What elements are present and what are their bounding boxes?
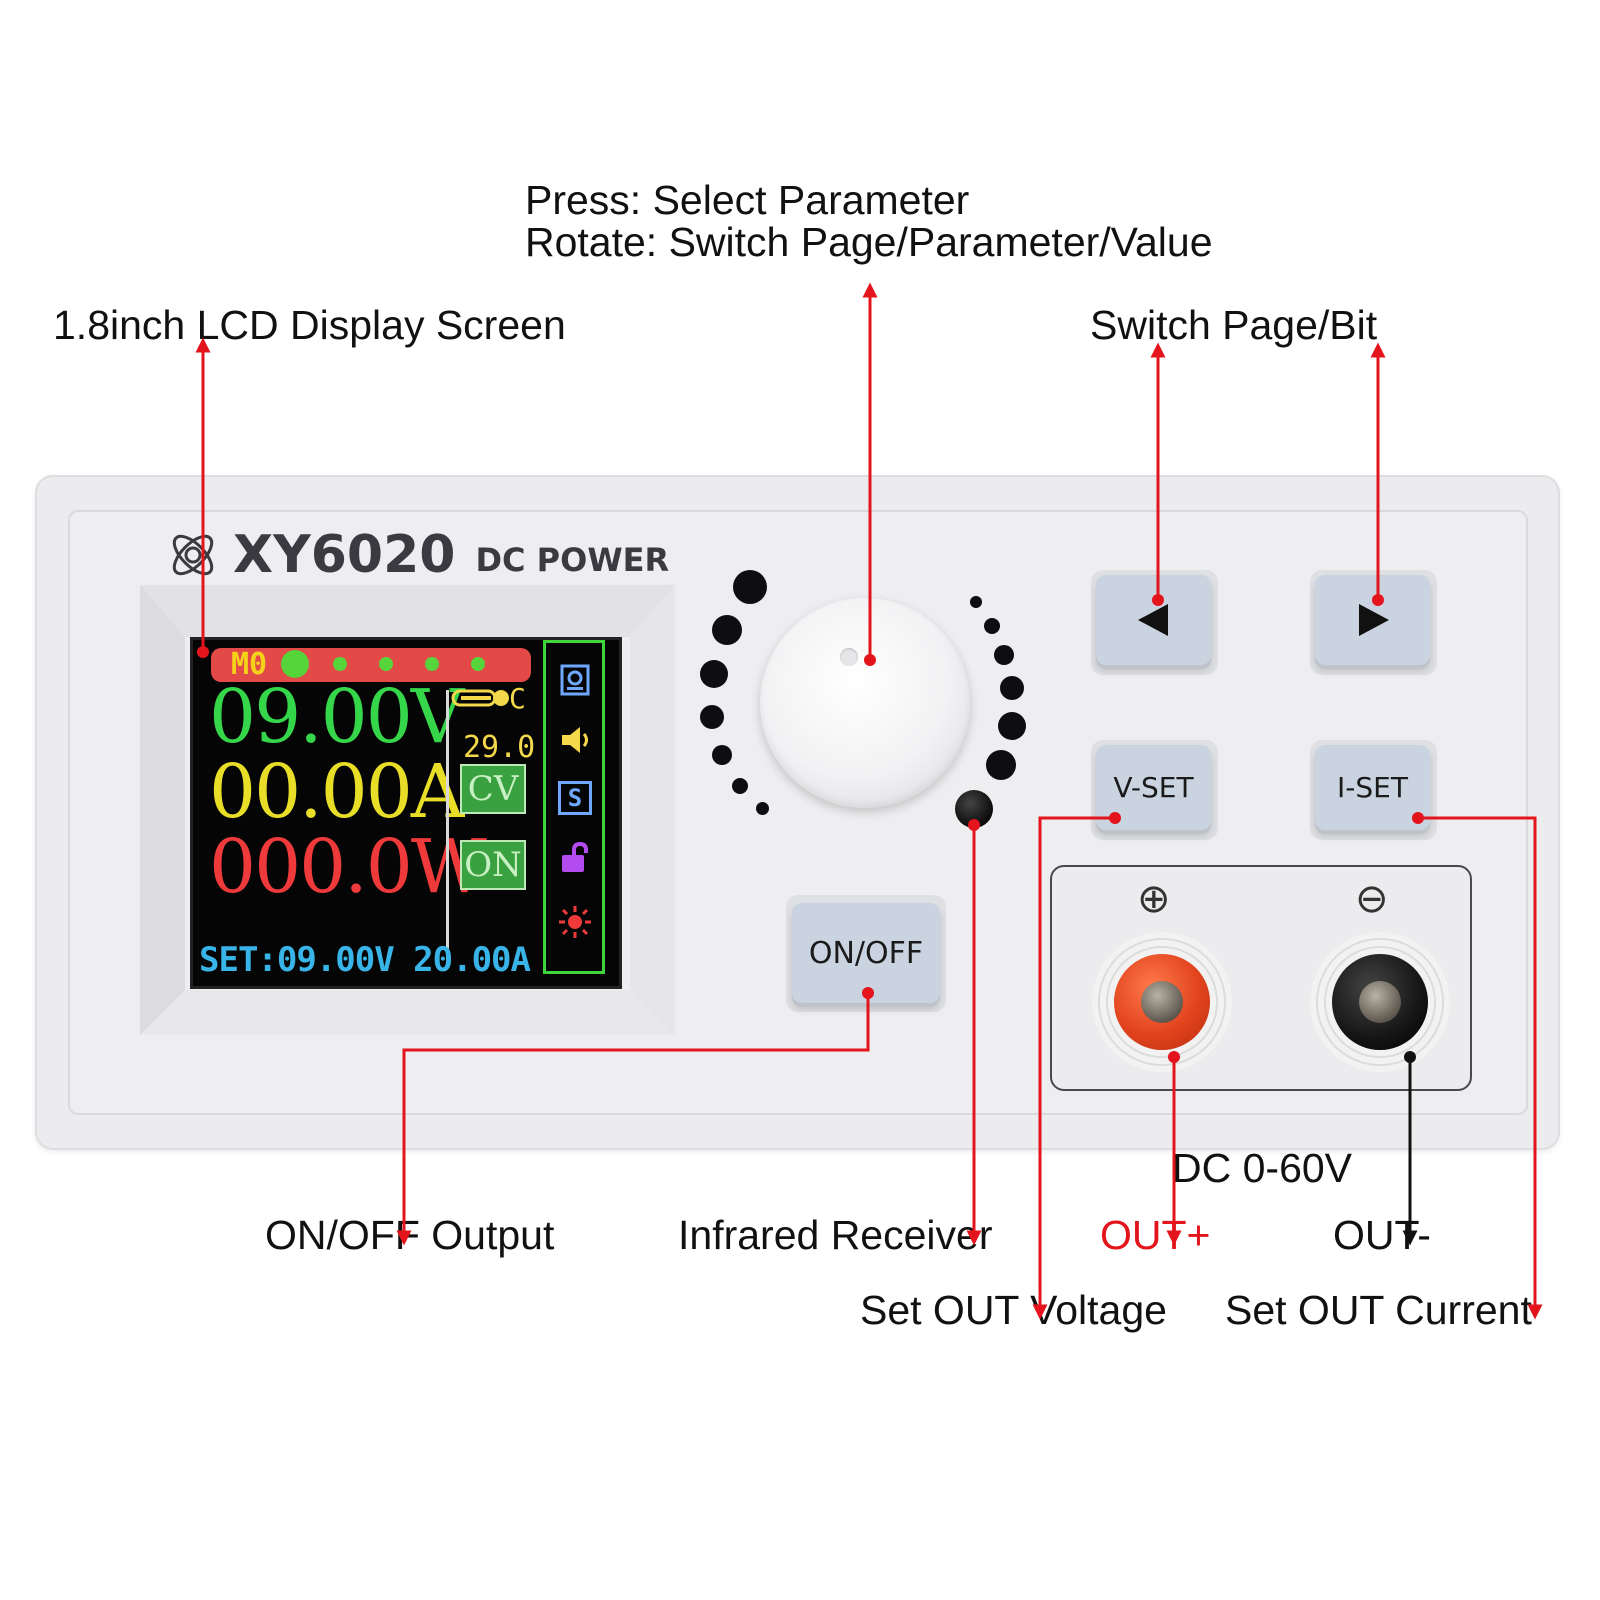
knob-scale-dot: [756, 802, 769, 815]
knob-indicator: [840, 648, 858, 666]
knob-scale-dot: [994, 645, 1014, 665]
knob-scale-dot: [732, 778, 748, 794]
plus-symbol-icon: ⊕: [1137, 876, 1171, 922]
callout-out-minus: OUT-: [1333, 1212, 1431, 1258]
brightness-icon: [559, 906, 591, 938]
left-arrow-icon: [1137, 604, 1168, 636]
callout-out-plus: OUT+: [1100, 1212, 1211, 1258]
lcd-screen: M0 09.00V 00.00A 000.0W C 29.0 CV ON SET…: [190, 637, 622, 989]
sync-s-icon: S: [558, 781, 592, 815]
callout-knob-press: Press: Select Parameter: [525, 177, 970, 223]
knob-scale-dot: [984, 618, 1000, 634]
left-button[interactable]: [1096, 575, 1211, 665]
device-model: XY6020: [233, 525, 456, 585]
right-button[interactable]: [1315, 575, 1430, 665]
lcd-separator: [446, 690, 449, 960]
callout-lcd: 1.8inch LCD Display Screen: [53, 302, 566, 348]
callout-set-current: Set OUT Current: [1225, 1287, 1532, 1333]
knob-scale-dot: [998, 712, 1026, 740]
knob-scale-dot: [700, 660, 728, 688]
lcd-power: 000.0W: [209, 824, 487, 910]
rotary-encoder-knob[interactable]: [760, 598, 970, 808]
lcd-on-badge: ON: [460, 840, 526, 890]
right-arrow-icon: [1358, 604, 1389, 636]
knob-scale-dot: [712, 615, 742, 645]
knob-scale-dot: [1000, 676, 1024, 700]
knob-scale-dot: [986, 750, 1016, 780]
lcd-temp-unit: C: [509, 682, 526, 715]
minus-symbol-icon: ⊖: [1355, 876, 1389, 922]
knob-scale-dot: [733, 570, 767, 604]
lcd-signal-dot: [281, 650, 309, 678]
lcd-set-line: SET:09.00V 20.00A: [199, 940, 531, 980]
speaker-icon: [562, 727, 588, 753]
brand-logo-icon: [172, 534, 214, 576]
lcd-signal-dot: [425, 657, 439, 671]
on-off-button[interactable]: ON/OFF: [792, 903, 940, 1003]
display-icon: [560, 664, 590, 696]
lcd-voltage: 09.00V: [209, 674, 464, 760]
lcd-side-panel: S: [543, 640, 605, 974]
out-minus-terminal-hole: [1359, 981, 1401, 1023]
infrared-receiver: [955, 790, 993, 828]
knob-scale-dot: [712, 745, 732, 765]
lcd-current: 00.00A: [209, 749, 464, 835]
lcd-temp-value: 29.0: [463, 730, 536, 765]
callout-infrared: Infrared Receiver: [678, 1212, 993, 1258]
knob-scale-dot: [970, 596, 982, 608]
thermometer-icon: [451, 689, 509, 707]
device-type: DC POWER: [475, 541, 670, 579]
unlock-icon: [562, 841, 588, 872]
out-plus-terminal-hole: [1141, 981, 1183, 1023]
callout-onoff-output: ON/OFF Output: [265, 1212, 555, 1258]
callout-dc-range: DC 0-60V: [1172, 1145, 1353, 1191]
lcd-signal-dot: [333, 657, 347, 671]
callout-set-voltage: Set OUT Voltage: [860, 1287, 1167, 1333]
device-brand: XY6020 DC POWER: [165, 525, 669, 585]
callout-switch-page: Switch Page/Bit: [1090, 302, 1378, 348]
lcd-cv-badge: CV: [460, 764, 526, 814]
callout-knob-rotate: Rotate: Switch Page/Parameter/Value: [525, 219, 1213, 265]
lcd-signal-dot: [379, 657, 393, 671]
i-set-button[interactable]: I-SET: [1315, 745, 1430, 830]
lcd-signal-dot: [471, 657, 485, 671]
lcd-mode: M0: [231, 647, 268, 682]
knob-scale-dot: [700, 705, 724, 729]
v-set-button[interactable]: V-SET: [1096, 745, 1211, 830]
